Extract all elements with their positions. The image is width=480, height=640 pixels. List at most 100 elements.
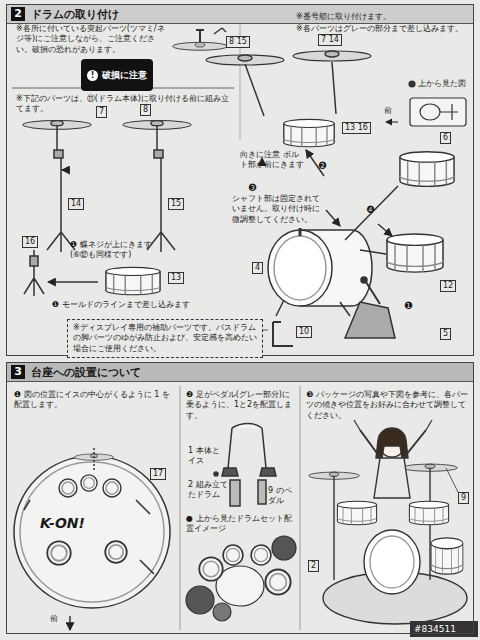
- step-number: ❷: [318, 160, 327, 171]
- base-plate-part: [24, 500, 154, 574]
- node-text: ※ディスプレイ専用の補助パーツです。バスドラムの脚パーツのゆがみ防止および、安定…: [73, 323, 257, 354]
- drum-kit-part: [293, 51, 371, 61]
- drum-kit-part: [326, 210, 340, 226]
- section-title: ドラムの取り付け: [31, 7, 119, 22]
- base-plate-part: [93, 448, 95, 470]
- part-label: 2 組み立てたドラム: [188, 480, 228, 501]
- feet-on-pedal-part: [228, 424, 266, 469]
- section-header: 3 台座への設置について: [7, 363, 473, 382]
- top-view-inset-part: [440, 104, 458, 120]
- feet-on-pedal-part: [222, 468, 276, 476]
- cymbal-stand-part: [57, 126, 61, 232]
- top-view-inset-part: [420, 104, 440, 120]
- snare-stand-part: [24, 250, 44, 296]
- step-number: ❹: [366, 204, 375, 215]
- feet-on-pedal-part: [214, 472, 218, 476]
- drum-kit: [206, 51, 454, 346]
- note-text: シャフト部は固定されていません。取り付け時に微調整してください。: [232, 194, 324, 225]
- figure-with-drums: [309, 420, 467, 624]
- node-text: 破損に注意: [102, 69, 147, 82]
- figure-with-drums-part: [364, 530, 420, 594]
- callout-number: 6: [440, 132, 451, 144]
- section-title: 台座への設置について: [31, 365, 141, 380]
- base-plate-part: [59, 479, 77, 497]
- section-header: 2 ドラムの取り付け: [7, 5, 473, 24]
- cymbal-stand-part: [157, 126, 161, 232]
- figure-with-drums-part: [337, 501, 376, 525]
- callout-number: 4: [252, 262, 263, 274]
- warning-icon: !: [87, 70, 98, 81]
- part-label: 9 のペダル: [268, 486, 298, 507]
- top-view-kit-part: [199, 557, 222, 580]
- feet-on-pedal-part: [230, 480, 240, 506]
- cymbal-icon-part: [173, 42, 228, 50]
- cymbal-stand-part: [62, 169, 70, 171]
- drum-kit-part: [284, 119, 334, 146]
- note-text: ※番号順に取り付けます。: [296, 12, 472, 22]
- drum-kit-part: [274, 236, 326, 300]
- drum-kit-part: [273, 322, 293, 346]
- callout-number: 10: [296, 326, 312, 338]
- callout-number: 13: [168, 272, 184, 284]
- note-text: ※下記のパーツは、⑪(ドラム本体)に取り付ける前に組み立てます。: [16, 94, 231, 115]
- note-text: ❶ 図の位置にイスの中心がくるように 1 を配置します。: [14, 390, 176, 411]
- snare-stand-part: [30, 256, 38, 266]
- top-view-kit-part: [265, 569, 290, 594]
- drum-kit-part: [400, 152, 454, 187]
- note-text: ❶ モールドのラインまで差し込みます: [52, 300, 242, 310]
- figure-with-drums-part: [446, 468, 458, 492]
- divider-lines-part: [180, 386, 181, 630]
- callout-number: 15: [168, 198, 184, 210]
- top-view-kit-part: [223, 545, 243, 565]
- top-view-kit-part: [213, 603, 231, 621]
- drum-kit-part: [366, 282, 380, 304]
- figure-with-drums-part: [374, 458, 410, 498]
- watermark: #834511: [414, 622, 456, 636]
- callout-number: 17: [150, 468, 166, 480]
- logo-text: K-ON!: [40, 516, 85, 531]
- warning-badge: ! 破損に注意: [81, 59, 153, 91]
- top-view-kit: [186, 536, 296, 621]
- cymbal-stand-part: [154, 150, 163, 158]
- caption-text: ● 上から見たドラムセット配置イメージ: [186, 514, 296, 535]
- snare-stand-part: [48, 281, 98, 283]
- base-plate-part: [81, 475, 97, 491]
- feet-on-pedal: [214, 424, 276, 507]
- cymbal-stand-part: [54, 150, 63, 158]
- figure-with-drums-part: [360, 430, 426, 460]
- snare-stand-part: [106, 267, 160, 294]
- callout-number: 9: [458, 492, 469, 504]
- drum-kit-part: [345, 186, 398, 254]
- note-text: 向きに注意 ボルト部が前にきます: [240, 150, 306, 171]
- callout-number: 16: [22, 236, 38, 248]
- figure-with-drums-part: [409, 501, 448, 525]
- base-plate: [14, 448, 170, 630]
- drum-kit-part: [245, 62, 336, 116]
- figure-with-drums-part: [431, 538, 463, 574]
- drum-kit-part: [378, 224, 392, 236]
- top-view-kit-part: [272, 536, 296, 560]
- divider-lines-part: [300, 386, 301, 630]
- watermark-band: [410, 621, 478, 637]
- figure-with-drums-part: [354, 420, 432, 430]
- note-text: ※各パーツはグレーの部分まで差し込みます。: [296, 24, 472, 34]
- section-number: 2: [11, 7, 25, 21]
- callout-number: 12: [440, 280, 456, 292]
- top-view-inset-part: [409, 81, 415, 87]
- callout-number: 8: [140, 104, 151, 116]
- base-plate-part: [20, 462, 164, 602]
- drum-kit-part: [299, 228, 302, 236]
- direction-label: 前: [50, 614, 58, 624]
- part-label: 1 本体とイス: [188, 446, 226, 467]
- callout-number: 13 16: [342, 122, 371, 134]
- note-text: ❶ 蝶ネジが上にきます (⑥⑫も同様です): [70, 240, 170, 261]
- callout-number: 2: [308, 560, 319, 572]
- cymbal-icon: [173, 28, 228, 50]
- drum-kit-part: [345, 302, 395, 338]
- callout-number: 5: [440, 328, 451, 340]
- divider-lines: [12, 24, 300, 630]
- section-number: 3: [11, 365, 25, 379]
- drum-kit-part: [206, 55, 284, 65]
- figure-with-drums-part: [370, 536, 414, 588]
